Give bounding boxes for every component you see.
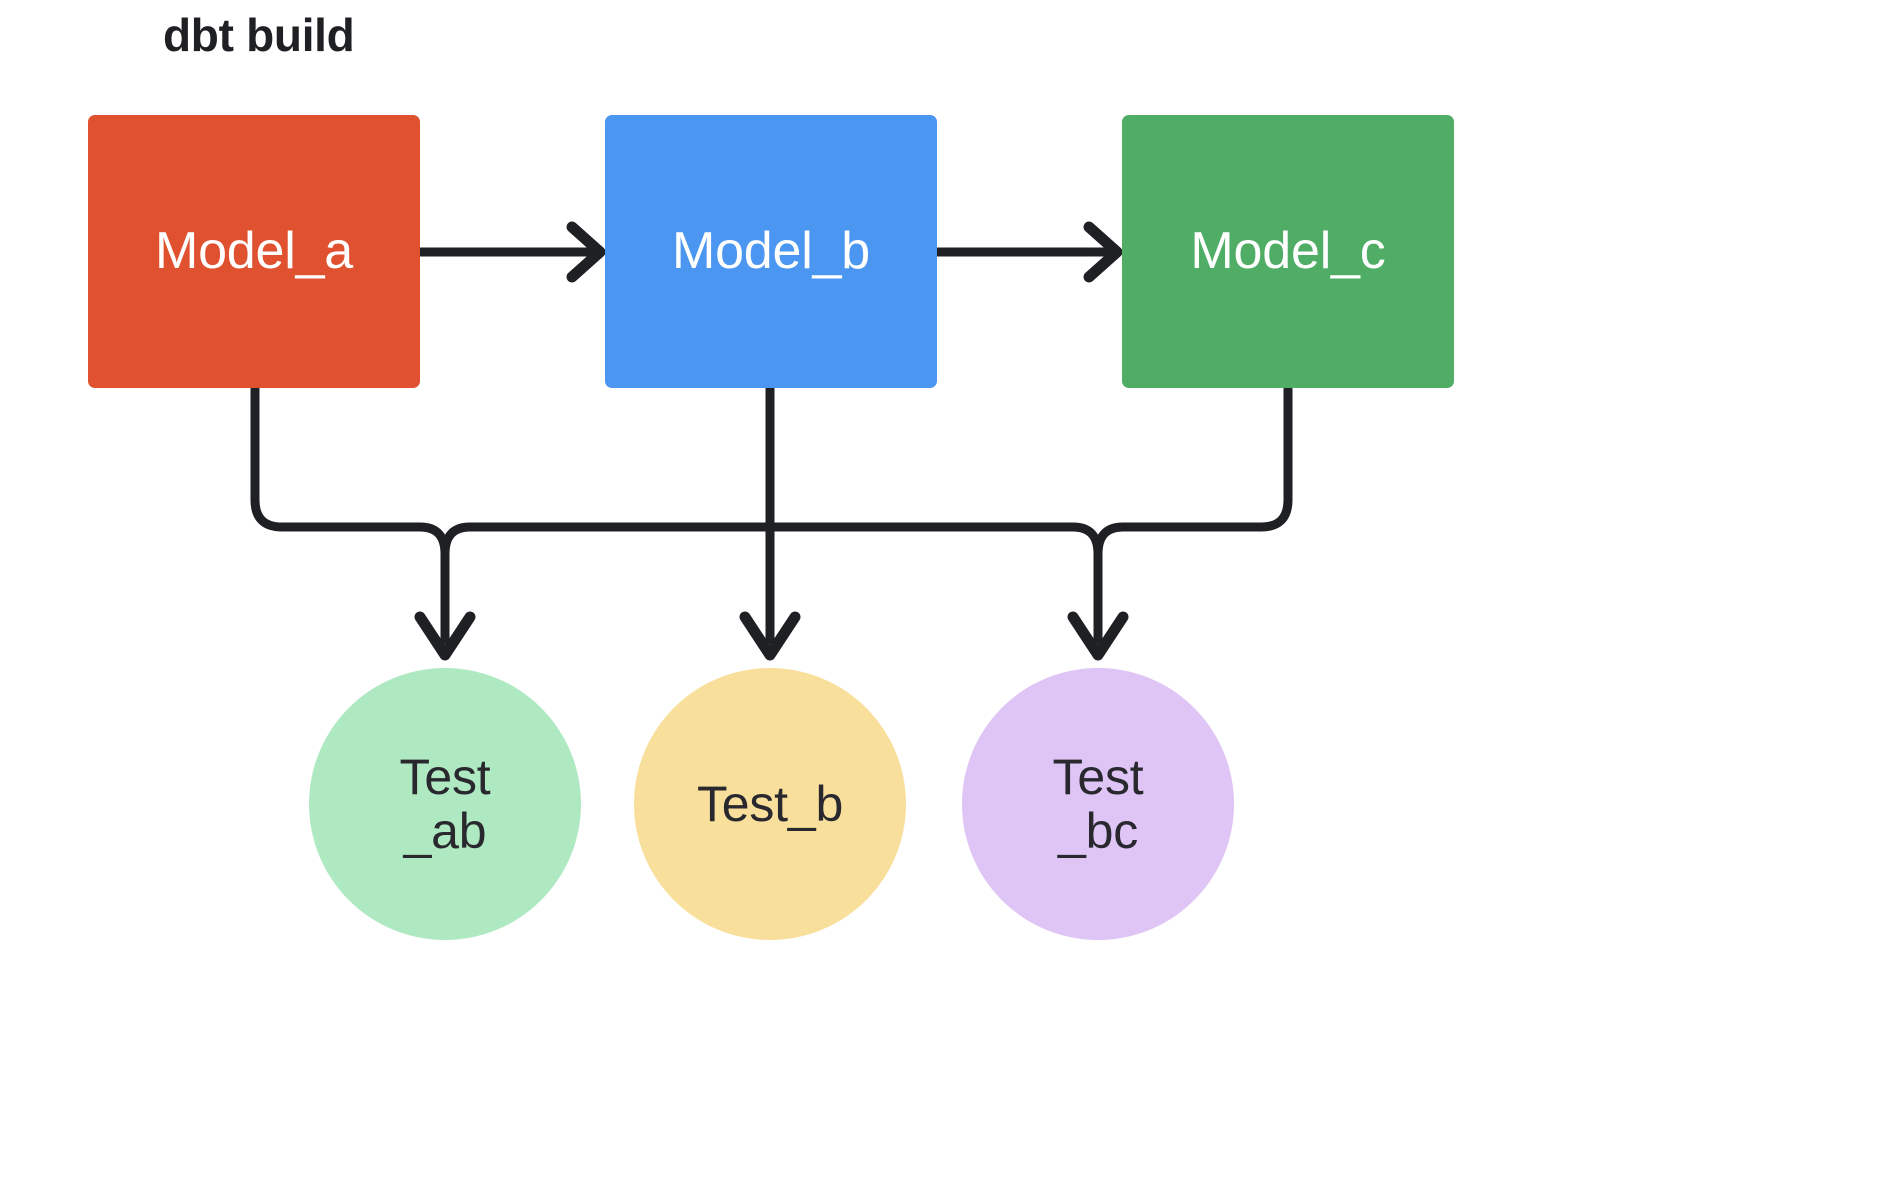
node-test-bc-label: Test _bc xyxy=(1052,749,1144,859)
edge-model-b-to-test-ab xyxy=(440,522,775,559)
node-model-b-label: Model_b xyxy=(671,221,871,280)
node-test-ab-label: Test _ab xyxy=(399,749,491,859)
edge-model-b-to-model-c xyxy=(932,221,1123,283)
edge-model-a-to-test-ab xyxy=(250,383,476,661)
node-model-a[interactable]: Model_a xyxy=(88,115,420,388)
node-model-a-label: Model_a xyxy=(154,221,354,280)
node-test-bc[interactable]: Test _bc xyxy=(962,668,1234,940)
edge-model-b-to-test-bc xyxy=(765,522,1129,661)
edge-model-c-to-test-bc xyxy=(1093,383,1293,559)
edge-model-b-to-test-b xyxy=(739,383,801,661)
arrowhead-icon xyxy=(566,221,606,283)
arrowhead-icon xyxy=(1067,611,1129,661)
edge-model-a-to-model-b xyxy=(415,221,606,283)
node-model-c-label: Model_c xyxy=(1190,221,1386,280)
page-title: dbt build xyxy=(163,9,355,61)
node-model-b[interactable]: Model_b xyxy=(605,115,937,388)
node-test-b-label: Test_b xyxy=(696,776,844,832)
node-test-ab[interactable]: Test _ab xyxy=(309,668,581,940)
node-test-b[interactable]: Test_b xyxy=(634,668,906,940)
arrowhead-icon xyxy=(414,611,476,661)
node-model-c[interactable]: Model_c xyxy=(1122,115,1454,388)
arrowhead-icon xyxy=(739,611,801,661)
arrowhead-icon xyxy=(1083,221,1123,283)
